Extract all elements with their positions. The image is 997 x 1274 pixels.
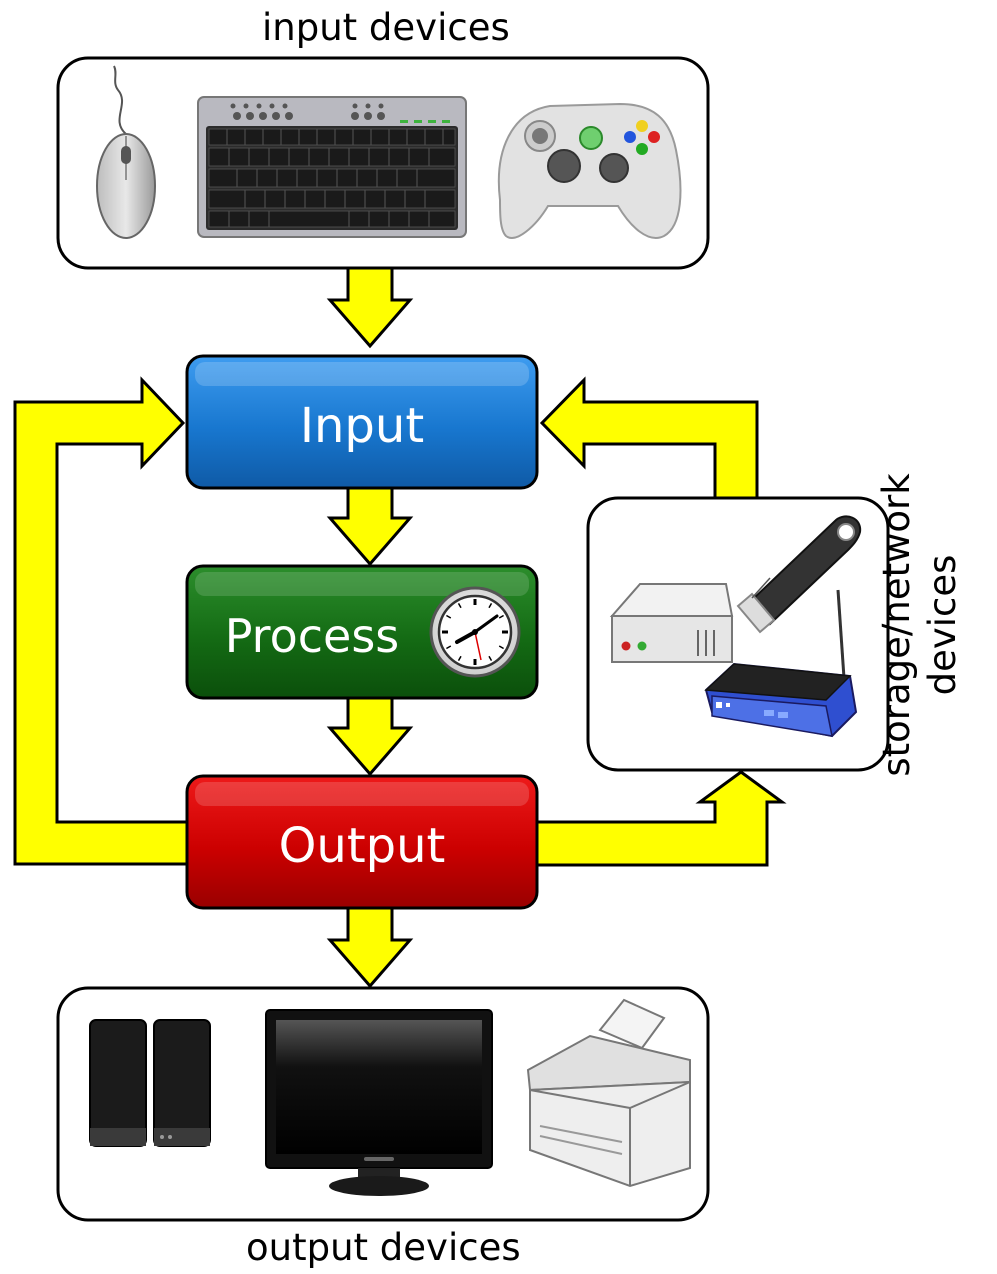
- input-devices-caption: input devices: [262, 6, 510, 49]
- keyboard-icon: [197, 96, 467, 238]
- process-stage-label: Process: [225, 609, 400, 663]
- arrow-input-devices-to-input: [326, 266, 414, 349]
- input-stage-box: [185, 354, 539, 490]
- clock-icon: [429, 586, 521, 678]
- input-stage-label: Input: [300, 398, 424, 454]
- printer-icon: [526, 998, 691, 1188]
- output-stage-label: Output: [279, 818, 446, 874]
- gamepad-icon: [497, 102, 682, 239]
- mouse-icon: [96, 65, 156, 239]
- speakers-icon: [89, 1019, 211, 1147]
- monitor-icon: [265, 1009, 493, 1196]
- router-icon: [704, 589, 858, 738]
- storage-caption-line1: storage/network: [875, 473, 918, 777]
- hard-drive-icon: [609, 583, 734, 663]
- arrow-input-to-process: [326, 486, 414, 567]
- arrow-storage-to-input: [539, 376, 759, 500]
- output-stage-box: [185, 774, 539, 910]
- arrow-process-to-output: [326, 696, 414, 777]
- usb-drive-icon: [736, 515, 862, 634]
- output-devices-caption: output devices: [246, 1226, 521, 1269]
- storage-caption-line2: devices: [921, 554, 964, 696]
- arrow-output-to-output-devices: [326, 906, 414, 989]
- arrow-output-feedback-to-input: [13, 376, 189, 866]
- arrow-output-to-storage: [535, 770, 787, 867]
